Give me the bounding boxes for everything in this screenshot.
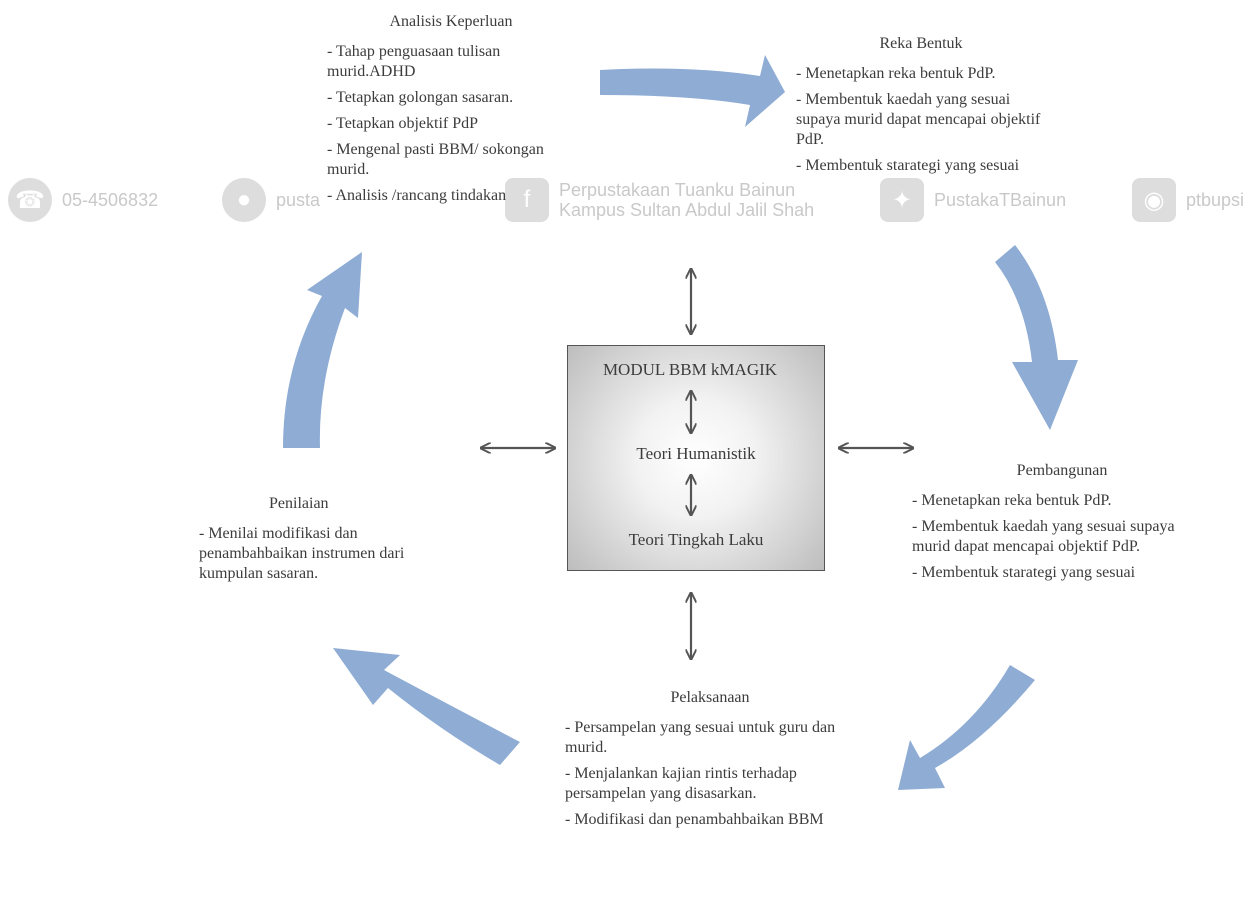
reka-bentuk-item: - Membentuk kaedah yang sesuai supaya mu… <box>796 91 1041 148</box>
center-module-box: MODUL BBM kMAGIK Teori Humanistik Teori … <box>567 345 825 571</box>
analisis-item: - Tahap penguasaan tulisan murid.ADHD <box>327 43 501 80</box>
penilaian-title: Penilaian <box>269 495 329 512</box>
cycle-arrow-bottom-right <box>898 665 1035 790</box>
watermark-instagram-text: ptbupsi <box>1186 189 1245 210</box>
watermark-phone-text: 05-4506832 <box>62 189 159 210</box>
instagram-icon: ◉ <box>1132 178 1176 222</box>
pembangunan-item: - Membentuk kaedah yang sesuai supaya mu… <box>912 518 1175 555</box>
watermark-web: ● pusta <box>222 178 320 222</box>
pembangunan-title: Pembangunan <box>1016 462 1108 479</box>
globe-icon: ● <box>222 178 266 222</box>
watermark-phone: ☎ 05-4506832 <box>8 178 158 222</box>
pembangunan-item: - Menetapkan reka bentuk PdP. <box>912 492 1112 509</box>
center-module-title: MODUL BBM kMAGIK <box>602 360 778 379</box>
pelaksanaan-item: - Persampelan yang sesuai untuk guru dan… <box>565 719 836 756</box>
analisis-item: - Tetapkan objektif PdP <box>327 115 479 132</box>
block-analisis-keperluan: Analisis Keperluan - Tahap penguasaan tu… <box>327 12 575 212</box>
cycle-arrow-left <box>283 252 362 448</box>
pelaksanaan-item: - Menjalankan kajian rintis terhadap per… <box>565 765 797 802</box>
center-theory-tingkah-laku: Teori Tingkah Laku <box>628 530 764 549</box>
center-theory-humanistik: Teori Humanistik <box>636 444 756 463</box>
pelaksanaan-title: Pelaksanaan <box>670 689 750 706</box>
pembangunan-item: - Membentuk starategi yang sesuai <box>912 564 1136 581</box>
watermark-facebook-line2: Kampus Sultan Abdul Jalil Shah <box>559 200 815 220</box>
analisis-item: - Mengenal pasti BBM/ sokongan murid. <box>327 141 544 178</box>
pelaksanaan-item: - Modifikasi dan penambahbaikan BBM <box>565 811 824 828</box>
cycle-arrow-bottom-left <box>333 648 520 765</box>
watermark-twitter-text: PustakaTBainun <box>934 189 1067 210</box>
twitter-icon: ✦ <box>880 178 924 222</box>
reka-bentuk-title: Reka Bentuk <box>879 35 963 52</box>
block-pembangunan: Pembangunan - Menetapkan reka bentuk PdP… <box>912 461 1212 589</box>
watermark-facebook-line1: Perpustakaan Tuanku Bainun <box>559 180 796 200</box>
block-reka-bentuk: Reka Bentuk - Menetapkan reka bentuk PdP… <box>796 34 1046 182</box>
watermark-facebook: f Perpustakaan Tuanku Bainun Kampus Sult… <box>505 178 814 222</box>
watermark-strip: ☎ 05-4506832 ● pusta f Perpustakaan Tuan… <box>0 166 1258 246</box>
analisis-title: Analisis Keperluan <box>389 13 513 30</box>
facebook-icon: f <box>505 178 549 222</box>
penilaian-item: - Menilai modifikasi dan penambahbaikan … <box>199 525 405 582</box>
analisis-item: - Tetapkan golongan sasaran. <box>327 89 514 106</box>
phone-icon: ☎ <box>8 178 52 222</box>
watermark-web-text: pusta <box>276 189 321 210</box>
cycle-arrow-top <box>600 55 785 127</box>
cycle-arrow-right <box>995 245 1078 430</box>
watermark-twitter: ✦ PustakaTBainun <box>880 178 1066 222</box>
reka-bentuk-item: - Menetapkan reka bentuk PdP. <box>796 65 996 82</box>
watermark-instagram: ◉ ptbupsi <box>1132 178 1244 222</box>
block-pelaksanaan: Pelaksanaan - Persampelan yang sesuai un… <box>565 688 855 836</box>
analisis-item: - Analisis /rancang tindakan <box>327 187 507 204</box>
reka-bentuk-item: - Membentuk starategi yang sesuai <box>796 157 1020 174</box>
block-penilaian: Penilaian - Menilai modifikasi dan penam… <box>199 494 449 590</box>
